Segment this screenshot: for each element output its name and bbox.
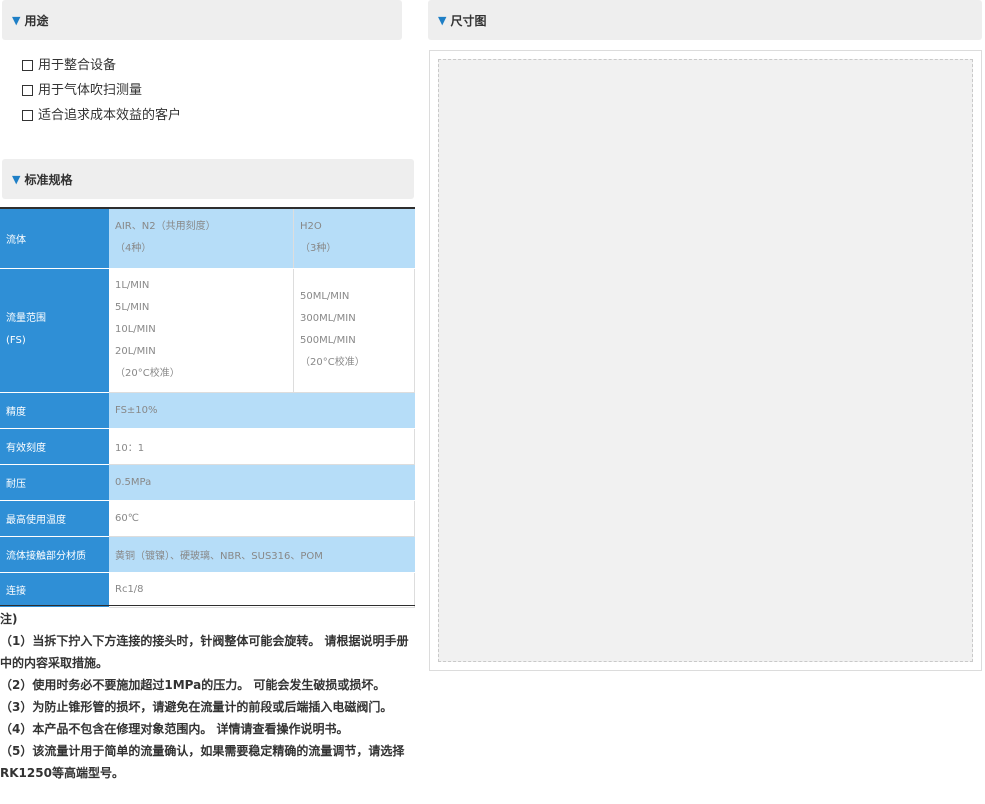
checkbox-square-icon bbox=[22, 110, 33, 121]
note-item: （1）当拆下拧入下方连接的接头时，针阀整体可能会旋转。 请根据说明手册中的内容采… bbox=[0, 634, 409, 670]
dimension-header: ▼ 尺寸图 bbox=[428, 0, 982, 40]
usage-item: 用于整合设备 bbox=[22, 53, 181, 78]
dimension-drawing bbox=[429, 50, 982, 671]
table-row: 最高使用温度 60℃ bbox=[0, 500, 415, 537]
table-row: 流体 AIR、N2（共用刻度） （4种） H2O （3种） bbox=[0, 209, 415, 269]
row-label: 流量范围 (FS) bbox=[0, 268, 109, 393]
row-value: 黄铜（镀镍）、硬玻璃、NBR、SUS316、POM bbox=[109, 536, 415, 573]
row-label: 流体接触部分材质 bbox=[0, 536, 109, 573]
usage-item: 适合追求成本效益的客户 bbox=[22, 103, 181, 128]
note-item: （2）使用时务必不要施加超过1MPa的压力。 可能会发生破损或损坏。 bbox=[0, 678, 386, 692]
note-item: （4）本产品不包含在修理对象范围内。 详情请查看操作说明书。 bbox=[0, 722, 349, 736]
spec-table: 流体 AIR、N2（共用刻度） （4种） H2O （3种） 流量范围 (FS) … bbox=[0, 209, 415, 608]
row-label: 连接 bbox=[0, 572, 109, 608]
row-value: Rc1/8 bbox=[109, 572, 415, 608]
usage-item: 用于气体吹扫测量 bbox=[22, 78, 181, 103]
table-row: 流量范围 (FS) 1L/MIN 5L/MIN 10L/MIN 20L/MIN … bbox=[0, 268, 415, 393]
fluid-air-cell: AIR、N2（共用刻度） （4种） bbox=[109, 209, 294, 269]
note-item: （5）该流量计用于简单的流量确认，如果需要稳定精确的流量调节，请选择RK1250… bbox=[0, 744, 405, 780]
usage-list: 用于整合设备 用于气体吹扫测量 适合追求成本效益的客户 bbox=[22, 53, 181, 128]
table-row: 耐压 0.5MPa bbox=[0, 464, 415, 501]
triangle-down-icon: ▼ bbox=[12, 172, 21, 186]
dimension-title: 尺寸图 bbox=[450, 13, 487, 28]
notes: 注) （1）当拆下拧入下方连接的接头时，针阀整体可能会旋转。 请根据说明手册中的… bbox=[0, 608, 410, 784]
usage-header: ▼ 用途 bbox=[2, 0, 402, 40]
table-row: 流体接触部分材质 黄铜（镀镍）、硬玻璃、NBR、SUS316、POM bbox=[0, 536, 415, 573]
row-value: 60℃ bbox=[109, 500, 415, 537]
table-row: 有效刻度 10：1 bbox=[0, 428, 415, 465]
flow-air-cell: 1L/MIN 5L/MIN 10L/MIN 20L/MIN （20°C校准） bbox=[109, 268, 294, 393]
checkbox-square-icon bbox=[22, 60, 33, 71]
spec-header: ▼ 标准规格 bbox=[2, 159, 414, 199]
row-value: 10：1 bbox=[109, 428, 415, 465]
table-bottom-rule bbox=[0, 605, 415, 606]
row-label: 最高使用温度 bbox=[0, 500, 109, 537]
triangle-down-icon: ▼ bbox=[12, 13, 21, 27]
triangle-down-icon: ▼ bbox=[438, 13, 447, 27]
row-label: 流体 bbox=[0, 209, 109, 269]
row-label: 精度 bbox=[0, 392, 109, 429]
spec-title: 标准规格 bbox=[24, 172, 73, 187]
dimension-drawing-placeholder bbox=[438, 59, 973, 662]
table-row: 连接 Rc1/8 bbox=[0, 572, 415, 608]
fluid-h2o-cell: H2O （3种） bbox=[293, 209, 415, 269]
row-value: FS±10% bbox=[109, 392, 415, 429]
table-top-rule bbox=[0, 207, 415, 209]
row-label: 有效刻度 bbox=[0, 428, 109, 465]
notes-heading: 注) bbox=[0, 612, 18, 626]
row-value: 0.5MPa bbox=[109, 464, 415, 501]
table-row: 精度 FS±10% bbox=[0, 392, 415, 429]
row-label: 耐压 bbox=[0, 464, 109, 501]
checkbox-square-icon bbox=[22, 85, 33, 96]
flow-h2o-cell: 50ML/MIN 300ML/MIN 500ML/MIN （20°C校准） bbox=[293, 268, 415, 393]
note-item: （3）为防止锥形管的损坏，请避免在流量计的前段或后端插入电磁阀门。 bbox=[0, 700, 393, 714]
usage-title: 用途 bbox=[24, 13, 49, 28]
